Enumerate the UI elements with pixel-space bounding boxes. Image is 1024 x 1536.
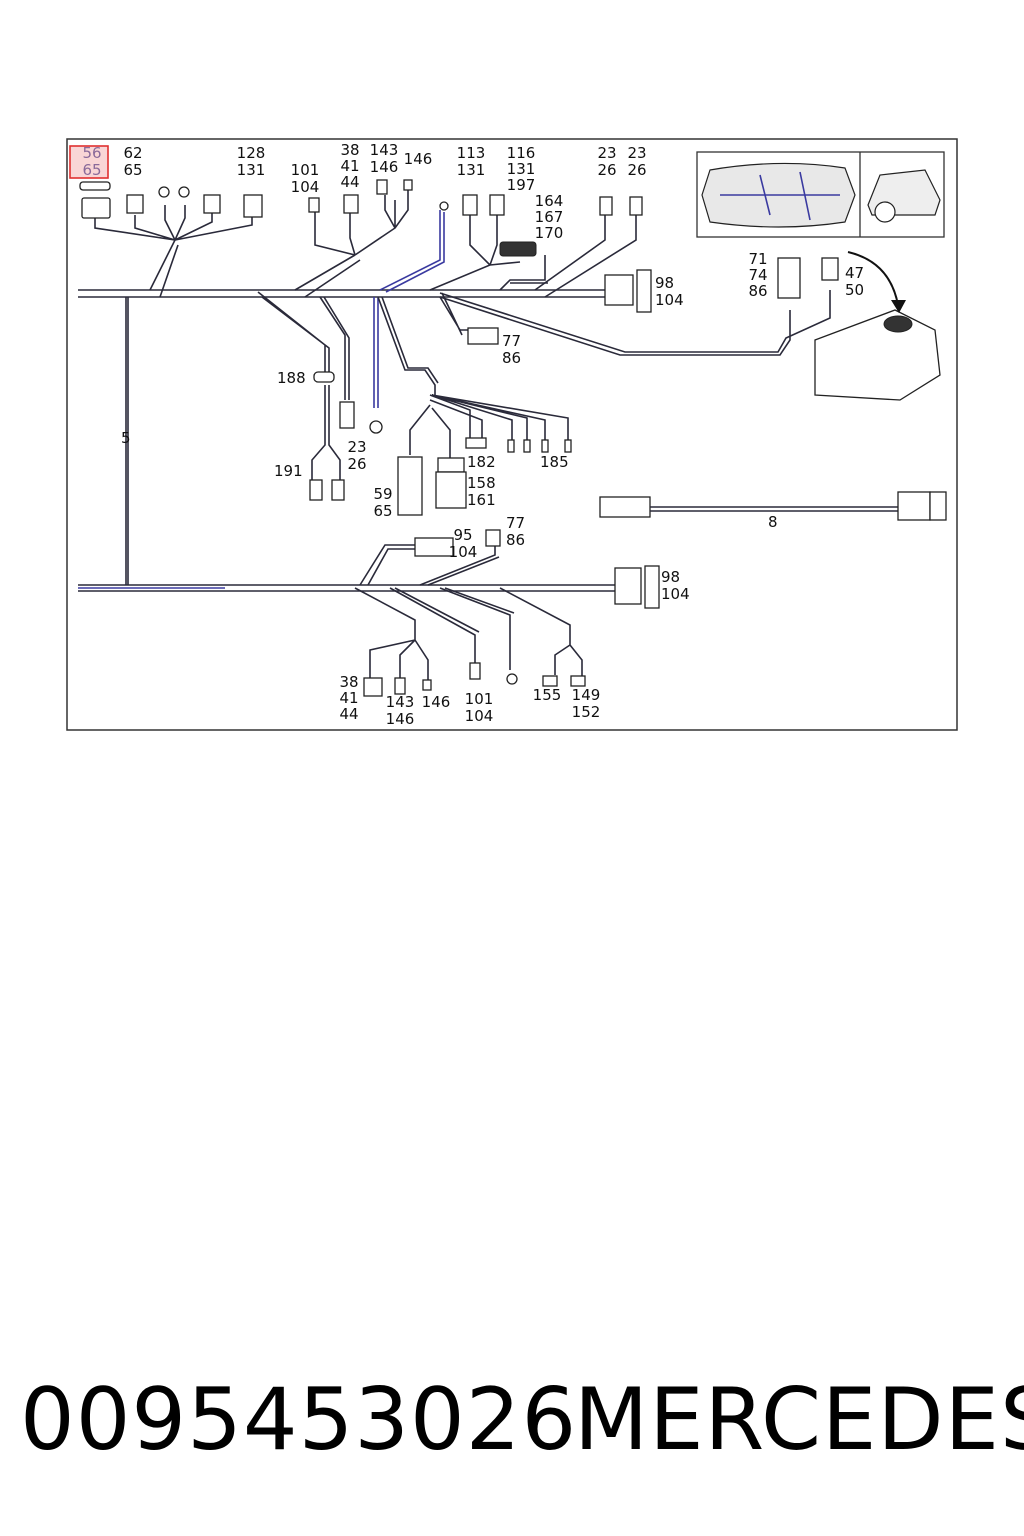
- brand-name: MERCEDES: [574, 1370, 1024, 1470]
- label-5: 5: [121, 429, 131, 447]
- label-185: 185: [540, 453, 569, 471]
- label-8: 8: [768, 513, 778, 531]
- label-182: 182: [467, 453, 496, 471]
- label-146-bot: 146: [422, 693, 451, 711]
- car-inset-panel: [696, 151, 945, 238]
- label-146-top: 146: [404, 150, 433, 168]
- label-155: 155: [533, 686, 562, 704]
- lower-harness: [78, 544, 615, 680]
- connector-group-top-mid: [308, 179, 652, 313]
- connector-group-right: [467, 257, 941, 401]
- connector-group-lower: [363, 529, 660, 697]
- connector-group-top-left: [79, 181, 263, 219]
- pointer-arrow: [847, 251, 899, 306]
- part-number: 0095453026: [20, 1370, 578, 1470]
- caption: 0095453026 MERCEDES: [0, 1370, 1024, 1480]
- diagram-frame: [66, 138, 958, 731]
- cable-8: [599, 491, 947, 521]
- label-188: 188: [277, 369, 306, 387]
- connector-group-mid: [309, 371, 572, 516]
- highlight-box: [69, 145, 109, 179]
- label-191: 191: [274, 462, 303, 480]
- arrow-head-icon: [891, 300, 906, 313]
